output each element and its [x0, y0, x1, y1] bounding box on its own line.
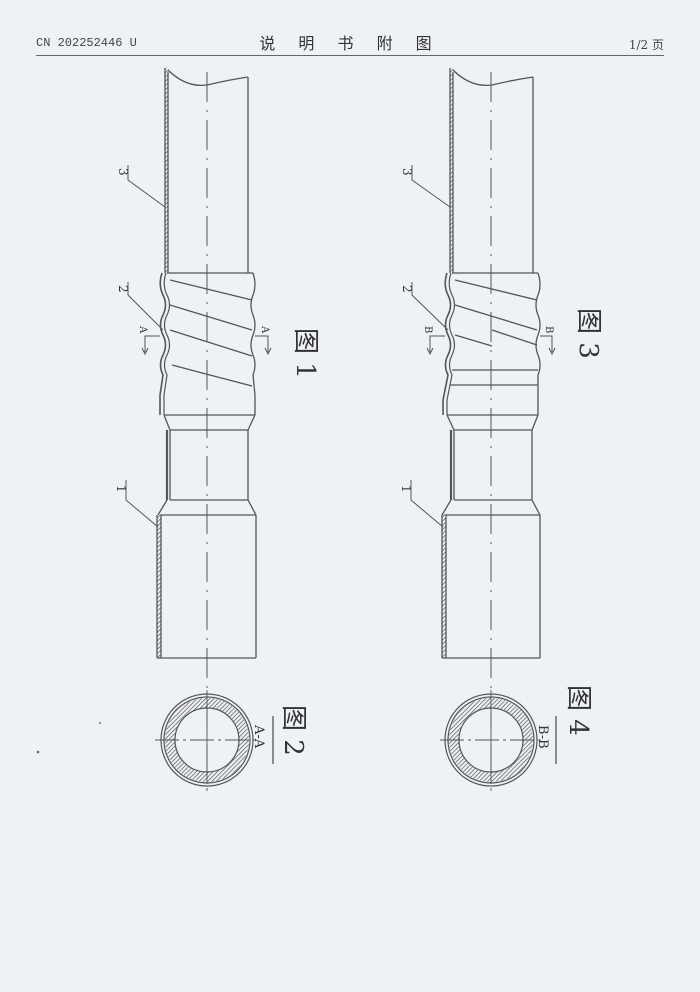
- figure-2-caption: 图 2: [278, 705, 308, 756]
- page-title: 说 明 书 附 图: [259, 34, 441, 53]
- scan-speck: [99, 722, 101, 724]
- svg-text:2: 2: [116, 285, 130, 293]
- figure-4-cross-section: [440, 690, 557, 792]
- page-number: 1/2 页: [628, 38, 664, 52]
- figure-3-caption: 图 3: [573, 308, 603, 359]
- svg-text:2: 2: [400, 285, 414, 293]
- figure-1-caption: 图 1: [290, 328, 320, 379]
- header-divider: [36, 55, 664, 56]
- publication-number: CN 202252446 U: [36, 36, 137, 50]
- figure-1-drawing: [125, 67, 272, 790]
- figure-4-caption: 图 4: [563, 685, 593, 736]
- figure-3-labels: 3 2 1 B B: [399, 168, 554, 493]
- figure-2-cross-section: [155, 690, 274, 792]
- figure-3-drawing: [410, 67, 556, 790]
- svg-text:A: A: [137, 325, 148, 334]
- page-header: CN 202252446 U 说 明 书 附 图 1/2 页: [36, 28, 664, 56]
- svg-text:B: B: [422, 326, 433, 333]
- figure-2-section-label: A-A: [251, 724, 266, 749]
- svg-text:B: B: [543, 326, 554, 333]
- svg-text:3: 3: [116, 168, 130, 176]
- svg-text:1: 1: [399, 485, 413, 493]
- svg-text:1: 1: [114, 485, 128, 493]
- svg-text:A: A: [259, 325, 270, 334]
- svg-text:3: 3: [400, 168, 414, 176]
- figure-1-labels: 3 2 1 A A: [114, 168, 270, 493]
- figure-4-section-label: B-B: [535, 725, 550, 749]
- scan-speck: [36, 750, 40, 754]
